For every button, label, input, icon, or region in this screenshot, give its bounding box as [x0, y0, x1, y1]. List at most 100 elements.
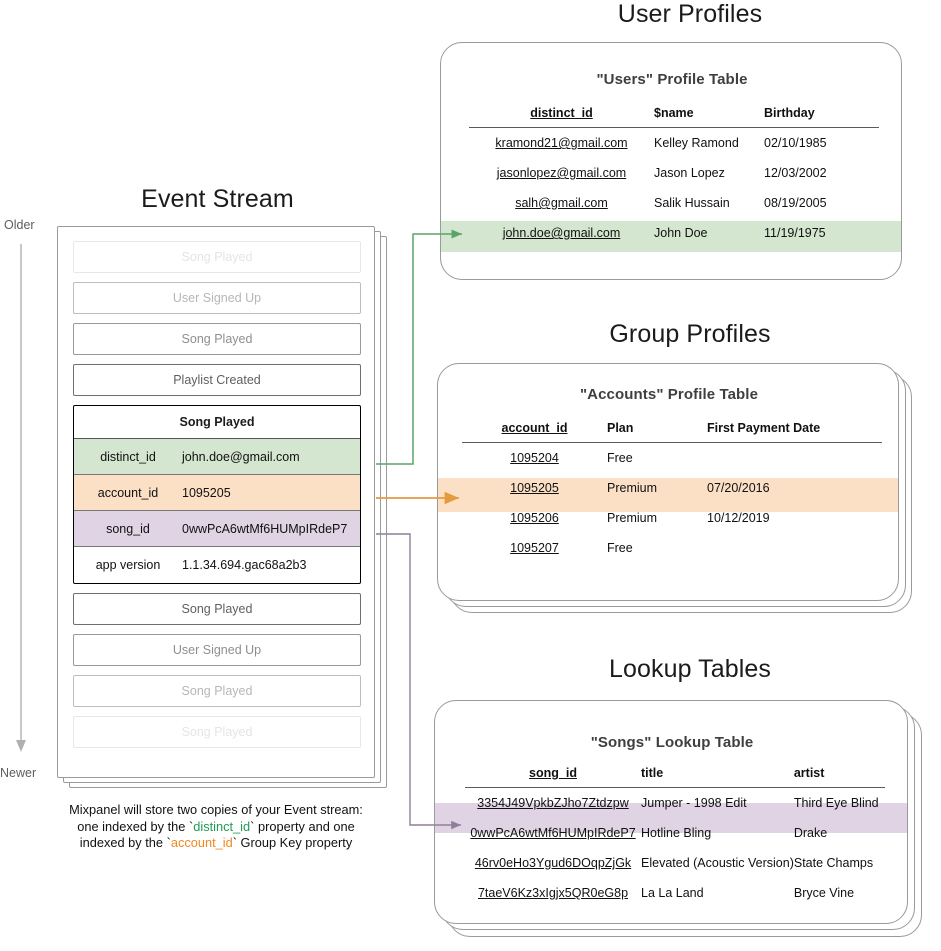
table-row[interactable]: 7taeV6Kz3xIgjx5QR0eG8p La La Land Bryce … [465, 878, 885, 908]
expanded-event-title: Song Played [74, 406, 360, 439]
accounts-col-account-id: account_id [501, 421, 568, 435]
cell-account-id: 1095205 [510, 481, 559, 495]
event-item[interactable]: User Signed Up [73, 634, 361, 666]
cell-first-payment: 07/20/2016 [707, 481, 770, 495]
users-header-row: distinct_id $name Birthday [469, 103, 879, 128]
event-item[interactable]: Song Played [73, 323, 361, 355]
event-stream-caption: Mixpanel will store two copies of your E… [30, 802, 402, 852]
property-key: distinct_id [100, 449, 156, 464]
users-row-highlight [441, 221, 901, 252]
songs-table-wrapper: song_id title artist 3354J49VpkbZJho7Ztd… [465, 763, 885, 908]
users-table-head: distinct_id $name Birthday [469, 103, 879, 128]
songs-table-card: "Songs" Lookup Table song_id title artis… [434, 700, 908, 924]
table-row-highlighted[interactable]: 0wwPcA6wtMf6HUMpIRdeP7 Hotline Bling Dra… [465, 818, 885, 848]
users-col-name: $name [654, 106, 694, 120]
songs-table: song_id title artist 3354J49VpkbZJho7Ztd… [465, 763, 885, 908]
cell-song-id: 0wwPcA6wtMf6HUMpIRdeP7 [470, 826, 636, 840]
songs-table-head: song_id title artist [465, 763, 885, 788]
caption-line-1: Mixpanel will store two copies of your E… [69, 802, 363, 817]
section-title-user-profiles: User Profiles [617, 0, 763, 28]
cell-song-id: 3354J49VpkbZJho7Ztdzpw [477, 796, 629, 810]
cell-plan: Free [607, 451, 633, 465]
accounts-table-title: "Accounts" Profile Table [579, 386, 759, 403]
cell-name: Kelley Ramond [654, 136, 739, 150]
cell-plan: Premium [607, 481, 658, 495]
cell-distinct-id: jasonlopez@gmail.com [496, 166, 627, 180]
cell-distinct-id: kramond21@gmail.com [495, 136, 628, 150]
event-item[interactable]: Song Played [73, 241, 361, 273]
accounts-table-wrapper: account_id Plan First Payment Date 10952… [462, 418, 882, 563]
cell-plan: Premium [607, 511, 658, 525]
accounts-row-highlight [438, 478, 898, 512]
table-row-highlighted[interactable]: john.doe@gmail.com John Doe 11/19/1975 [469, 218, 879, 248]
caption-token-account-id: account_id [170, 835, 233, 850]
event-property-distinct-id: distinct_id john.doe@gmail.com [74, 439, 360, 475]
event-label: Song Played [181, 725, 253, 739]
table-row[interactable]: kramond21@gmail.com Kelley Ramond 02/10/… [469, 128, 879, 159]
down-arrow-icon [16, 244, 26, 752]
cell-plan: Free [607, 541, 633, 555]
songs-col-song-id: song_id [529, 766, 577, 780]
event-property-app-version: app version 1.1.34.694.gac68a2b3 [74, 547, 360, 583]
event-item[interactable]: Song Played [73, 593, 361, 625]
cell-name: Salik Hussain [654, 196, 730, 210]
cell-artist: State Champs [793, 856, 874, 870]
accounts-col-plan: Plan [607, 421, 634, 435]
user-profiles-panel: "Users" Profile Table distinct_id $name … [440, 42, 920, 282]
table-row[interactable]: 46rv0eHo3Ygud6DOqpZjGk Elevated (Acousti… [465, 848, 885, 878]
time-axis: Older Newer [0, 218, 55, 783]
users-table: distinct_id $name Birthday kramond21@gma… [469, 103, 879, 248]
axis-label-older: Older [4, 218, 35, 232]
event-item[interactable]: User Signed Up [73, 282, 361, 314]
event-stream-card-front: Song Played User Signed Up Song Played P… [57, 226, 375, 778]
event-item[interactable]: Song Played [73, 716, 361, 748]
caption-line-2: one indexed by the `distinct_id` propert… [30, 819, 402, 836]
songs-table-title: "Songs" Lookup Table [590, 734, 754, 751]
cell-first-payment [707, 533, 882, 563]
event-label: Song Played [181, 602, 253, 616]
cell-birthday: 08/19/2005 [764, 196, 827, 210]
caption-line-3: indexed by the `account_id` Group Key pr… [30, 835, 402, 852]
cell-artist: Bryce Vine [793, 886, 855, 900]
table-row[interactable]: 1095204 Free [462, 443, 882, 474]
accounts-table-head: account_id Plan First Payment Date [462, 418, 882, 443]
property-value: 1095205 [182, 485, 231, 500]
expanded-event-card[interactable]: Song Played distinct_id john.doe@gmail.c… [73, 405, 361, 584]
table-row[interactable]: 1095206 Premium 10/12/2019 [462, 503, 882, 533]
table-row-highlighted[interactable]: 1095205 Premium 07/20/2016 [462, 473, 882, 503]
cell-song-id: 46rv0eHo3Ygud6DOqpZjGk [474, 856, 632, 870]
users-table-card: "Users" Profile Table distinct_id $name … [440, 42, 902, 280]
table-row[interactable]: jasonlopez@gmail.com Jason Lopez 12/03/2… [469, 158, 879, 188]
table-row[interactable]: salh@gmail.com Salik Hussain 08/19/2005 [469, 188, 879, 218]
event-label: Playlist Created [173, 373, 261, 387]
caption-text: ` property and one [250, 818, 355, 834]
event-label: Song Played [181, 250, 253, 264]
section-title-group-profiles: Group Profiles [609, 320, 771, 348]
cell-first-payment [707, 443, 882, 474]
cell-account-id: 1095204 [510, 451, 559, 465]
event-stream-panel: Song Played User Signed Up Song Played P… [57, 226, 387, 788]
accounts-header-row: account_id Plan First Payment Date [462, 418, 882, 443]
cell-name: Jason Lopez [654, 166, 725, 180]
cell-title: Jumper - 1998 Edit [641, 796, 747, 810]
cell-title: Hotline Bling [641, 826, 712, 840]
songs-table-body: 3354J49VpkbZJho7Ztdzpw Jumper - 1998 Edi… [465, 788, 885, 909]
cell-account-id: 1095206 [510, 511, 559, 525]
event-item[interactable]: Song Played [73, 675, 361, 707]
cell-song-id: 7taeV6Kz3xIgjx5QR0eG8p [477, 886, 629, 900]
table-row[interactable]: 3354J49VpkbZJho7Ztdzpw Jumper - 1998 Edi… [465, 788, 885, 819]
accounts-table-card: "Accounts" Profile Table account_id Plan… [437, 363, 899, 601]
property-value: john.doe@gmail.com [182, 449, 300, 464]
table-row[interactable]: 1095207 Free [462, 533, 882, 563]
event-property-account-id: account_id 1095205 [74, 475, 360, 511]
property-value: 0wwPcA6wtMf6HUMpIRdeP7 [182, 521, 348, 536]
cell-account-id: 1095207 [510, 541, 559, 555]
lookup-tables-panel: "Songs" Lookup Table song_id title artis… [434, 700, 934, 950]
cell-distinct-id: salh@gmail.com [515, 196, 608, 210]
caption-text: indexed by the ` [79, 835, 171, 850]
accounts-col-first-payment: First Payment Date [707, 421, 821, 435]
event-item[interactable]: Playlist Created [73, 364, 361, 396]
users-table-wrapper: distinct_id $name Birthday kramond21@gma… [469, 103, 879, 248]
cell-first-payment: 10/12/2019 [707, 511, 770, 525]
